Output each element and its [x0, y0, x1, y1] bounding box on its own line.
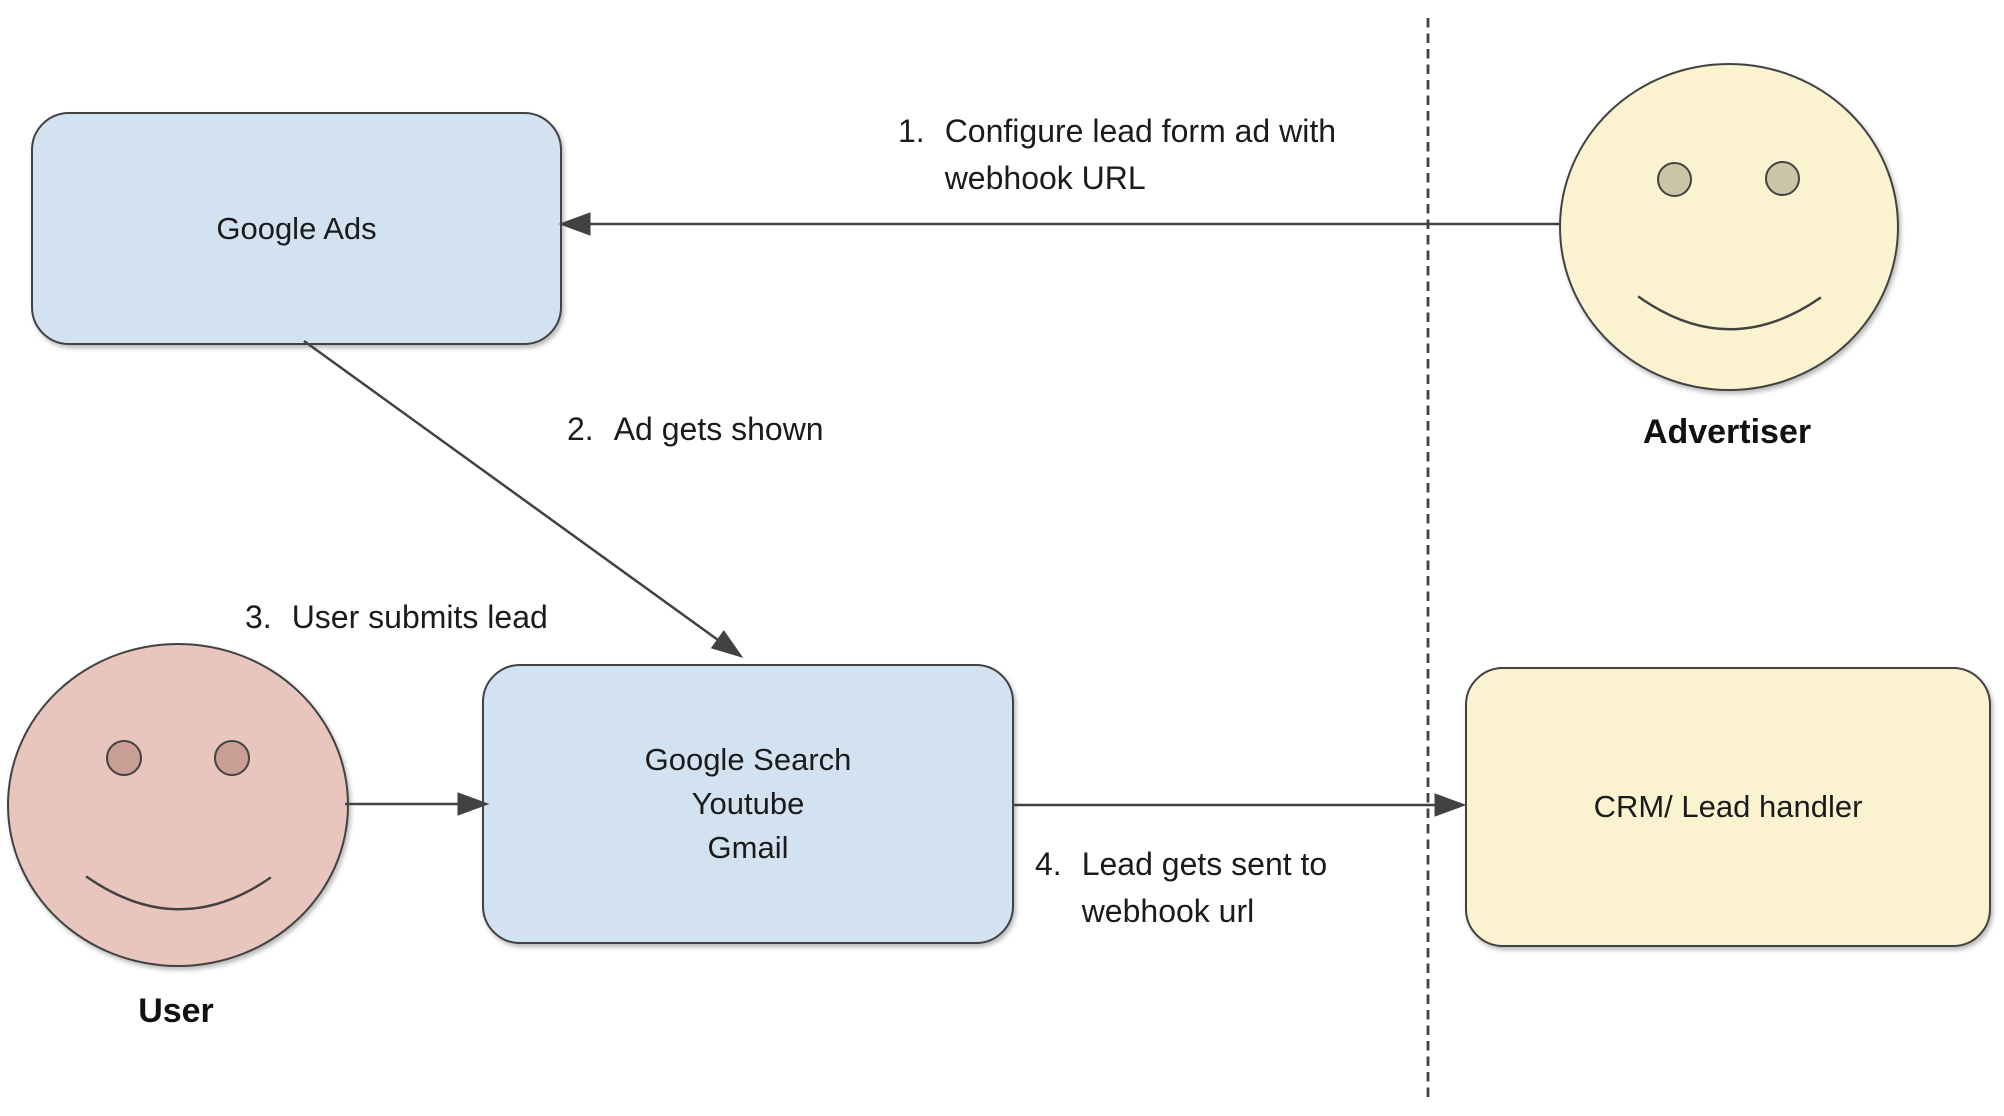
user-face-icon [7, 643, 349, 967]
arrow-user-to-surfaces [345, 792, 490, 816]
node-google-surfaces-line3: Gmail [707, 830, 789, 865]
step-4-text-line1: Lead gets sent to [1081, 846, 1328, 882]
user-eye-right-icon [214, 740, 250, 776]
node-crm-lead-handler: CRM/ Lead handler [1465, 667, 1991, 947]
step-4-text-line2: webhook url [1081, 893, 1255, 929]
arrow-advertiser-to-google-ads [558, 212, 1559, 236]
advertiser-eye-right-icon [1765, 161, 1800, 196]
step-2-number: 2. [567, 411, 594, 447]
node-google-surfaces-line1: Google Search [644, 742, 852, 777]
advertiser-smile-icon [1637, 295, 1822, 331]
step-1-text-line2: webhook URL [944, 160, 1146, 196]
advertiser-label: Advertiser [1642, 413, 1812, 451]
step-3-number: 3. [245, 599, 272, 635]
step-1-text-line1: Configure lead form ad with [944, 113, 1336, 149]
step-label-3: 3. User submits lead [245, 594, 548, 641]
step-1-number: 1. [898, 113, 925, 149]
node-google-surfaces: Google Search Youtube Gmail [482, 664, 1014, 944]
arrow-surfaces-to-crm [1012, 793, 1467, 817]
node-crm-lead-handler-label: CRM/ Lead handler [1593, 789, 1863, 824]
step-label-2: 2. Ad gets shown [567, 406, 824, 453]
user-smile-icon [85, 875, 272, 911]
node-google-surfaces-line2: Youtube [691, 786, 805, 821]
step-2-text-line1: Ad gets shown [613, 411, 824, 447]
user-label: User [138, 992, 214, 1030]
advertiser-eye-left-icon [1657, 162, 1692, 197]
step-label-1: 1. Configure lead form ad with webhook U… [898, 108, 1336, 202]
advertiser-face-icon [1559, 63, 1899, 391]
node-google-ads: Google Ads [31, 112, 562, 345]
step-label-4: 4. Lead gets sent to webhook url [1035, 841, 1327, 935]
step-4-number: 4. [1035, 846, 1062, 882]
step-3-text-line1: User submits lead [291, 599, 548, 635]
node-google-ads-label: Google Ads [216, 210, 377, 246]
user-eye-left-icon [106, 740, 142, 776]
